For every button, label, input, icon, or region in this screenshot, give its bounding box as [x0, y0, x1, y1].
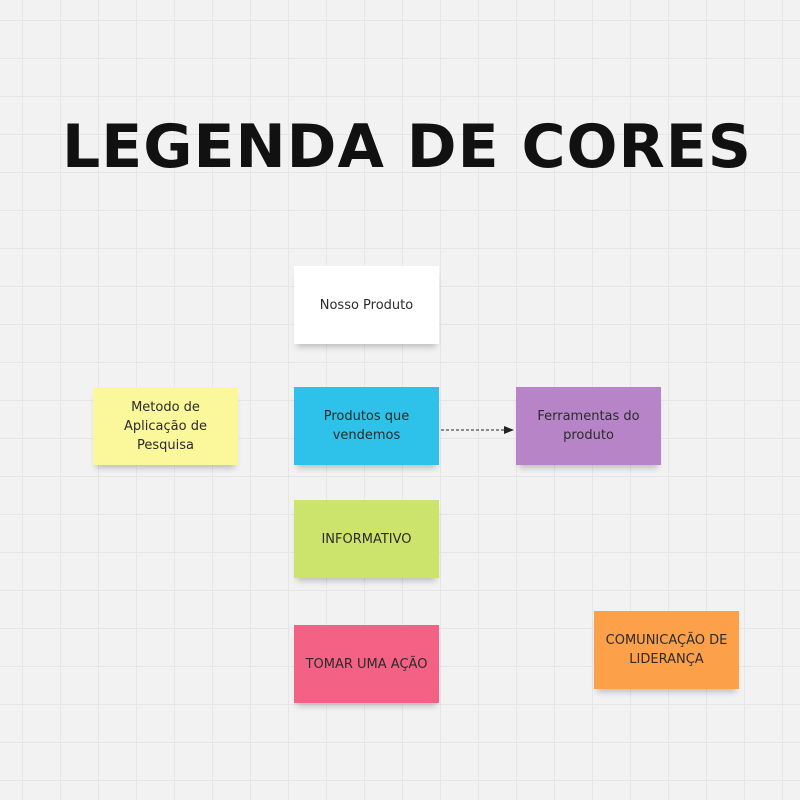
sticky-note-text: Ferramentas do produto — [537, 409, 640, 443]
sticky-note-tomar-uma-acao[interactable]: TOMAR UMA AÇÃO — [294, 625, 439, 703]
sticky-note-text: INFORMATIVO — [321, 531, 412, 547]
sticky-note-nosso-produto[interactable]: Nosso Produto — [294, 266, 439, 344]
sticky-note-text: Metodo de Aplicação de Pesquisa — [124, 399, 207, 453]
sticky-note-text: COMUNICAÇÃO DE LIDERANÇA — [605, 633, 728, 667]
sticky-note-text: TOMAR UMA AÇÃO — [305, 656, 428, 672]
sticky-note-produtos-que-vendemos[interactable]: Produtos que vendemos — [294, 387, 439, 465]
sticky-note-comunicacao-de-lideranca[interactable]: COMUNICAÇÃO DE LIDERANÇA — [594, 611, 739, 689]
sticky-note-ferramentas-do-produto[interactable]: Ferramentas do produto — [516, 387, 661, 465]
page-title: LEGENDA DE CORES — [62, 112, 752, 182]
sticky-note-informativo[interactable]: INFORMATIVO — [294, 500, 439, 578]
sticky-note-text: Nosso Produto — [319, 297, 414, 313]
sticky-note-text: Produtos que vendemos — [323, 409, 410, 443]
sticky-note-metodo-pesquisa[interactable]: Metodo de Aplicação de Pesquisa — [93, 387, 238, 465]
